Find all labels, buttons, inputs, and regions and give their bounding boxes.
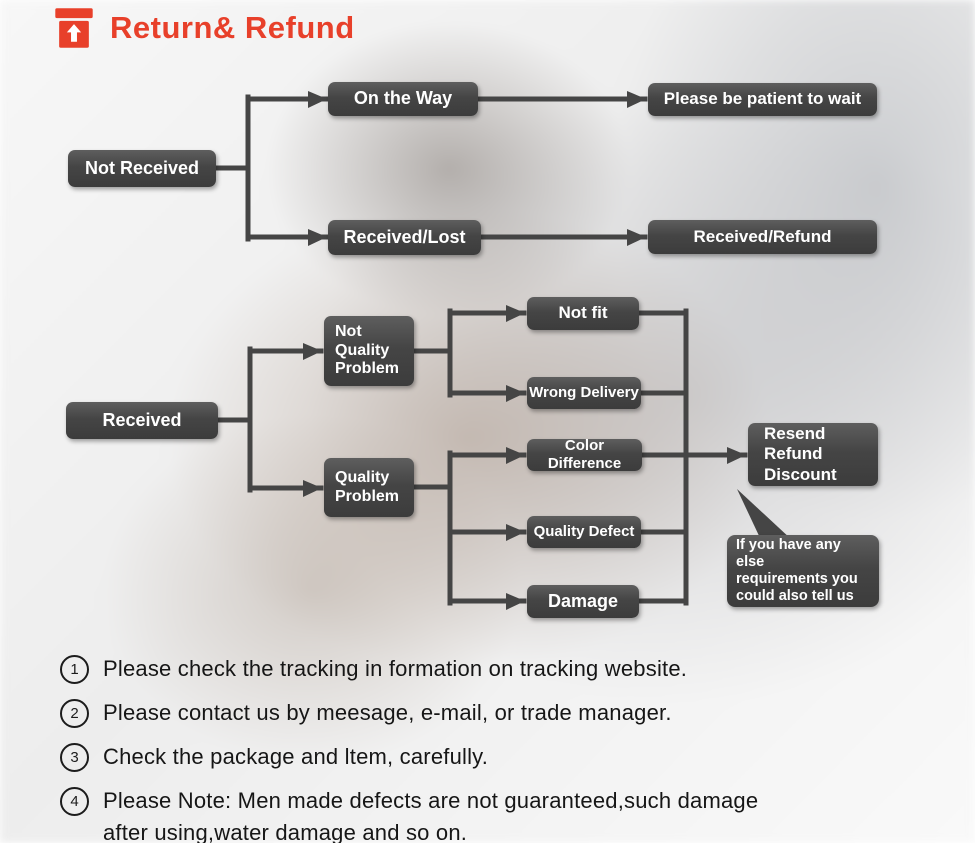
note-number: 2 [60, 698, 89, 728]
node-resend-refund-discount: Resend Refund Discount [748, 423, 878, 486]
node-not-received: Not Received [68, 150, 216, 187]
page-title: Return& Refund [110, 10, 355, 45]
note-text: Please Note: Men made defects are not gu… [103, 787, 759, 843]
node-color-difference: Color Difference [527, 437, 642, 472]
note-item: 4 Please Note: Men made defects are not … [60, 785, 950, 843]
node-received-lost: Received/Lost [328, 220, 481, 255]
note-number: 4 [60, 786, 89, 816]
note-text: Check the package and ltem, carefully. [103, 743, 489, 769]
note-item: 2 Please contact us by meesage, e-mail, … [60, 697, 950, 729]
node-not-fit: Not fit [527, 297, 639, 330]
node-received-refund: Received/Refund [648, 220, 877, 254]
note-item: 1 Please check the tracking in formation… [60, 653, 950, 685]
note-text: Please contact us by meesage, e-mail, or… [103, 699, 672, 725]
note-item: 3 Check the package and ltem, carefully. [60, 741, 950, 773]
node-quality-defect: Quality Defect [527, 516, 641, 548]
note-text: Please check the tracking in formation o… [103, 656, 688, 681]
node-please-be-patient: Please be patient to wait [648, 83, 877, 116]
node-quality-problem: Quality Problem [324, 458, 414, 517]
notes-list: 1 Please check the tracking in formation… [60, 653, 950, 843]
package-icon [52, 6, 96, 50]
node-requirements-bubble: If you have any else requirements you co… [727, 535, 879, 607]
node-received: Received [66, 402, 218, 439]
note-number: 3 [60, 742, 89, 772]
node-on-the-way: On the Way [328, 82, 478, 116]
bubble-pointer [737, 489, 792, 540]
header: Return& Refund [52, 6, 355, 50]
node-not-quality-problem: Not Quality Problem [324, 316, 414, 386]
node-damage: Damage [527, 585, 639, 618]
node-wrong-delivery: Wrong Delivery [527, 377, 641, 409]
note-number: 1 [60, 655, 89, 684]
